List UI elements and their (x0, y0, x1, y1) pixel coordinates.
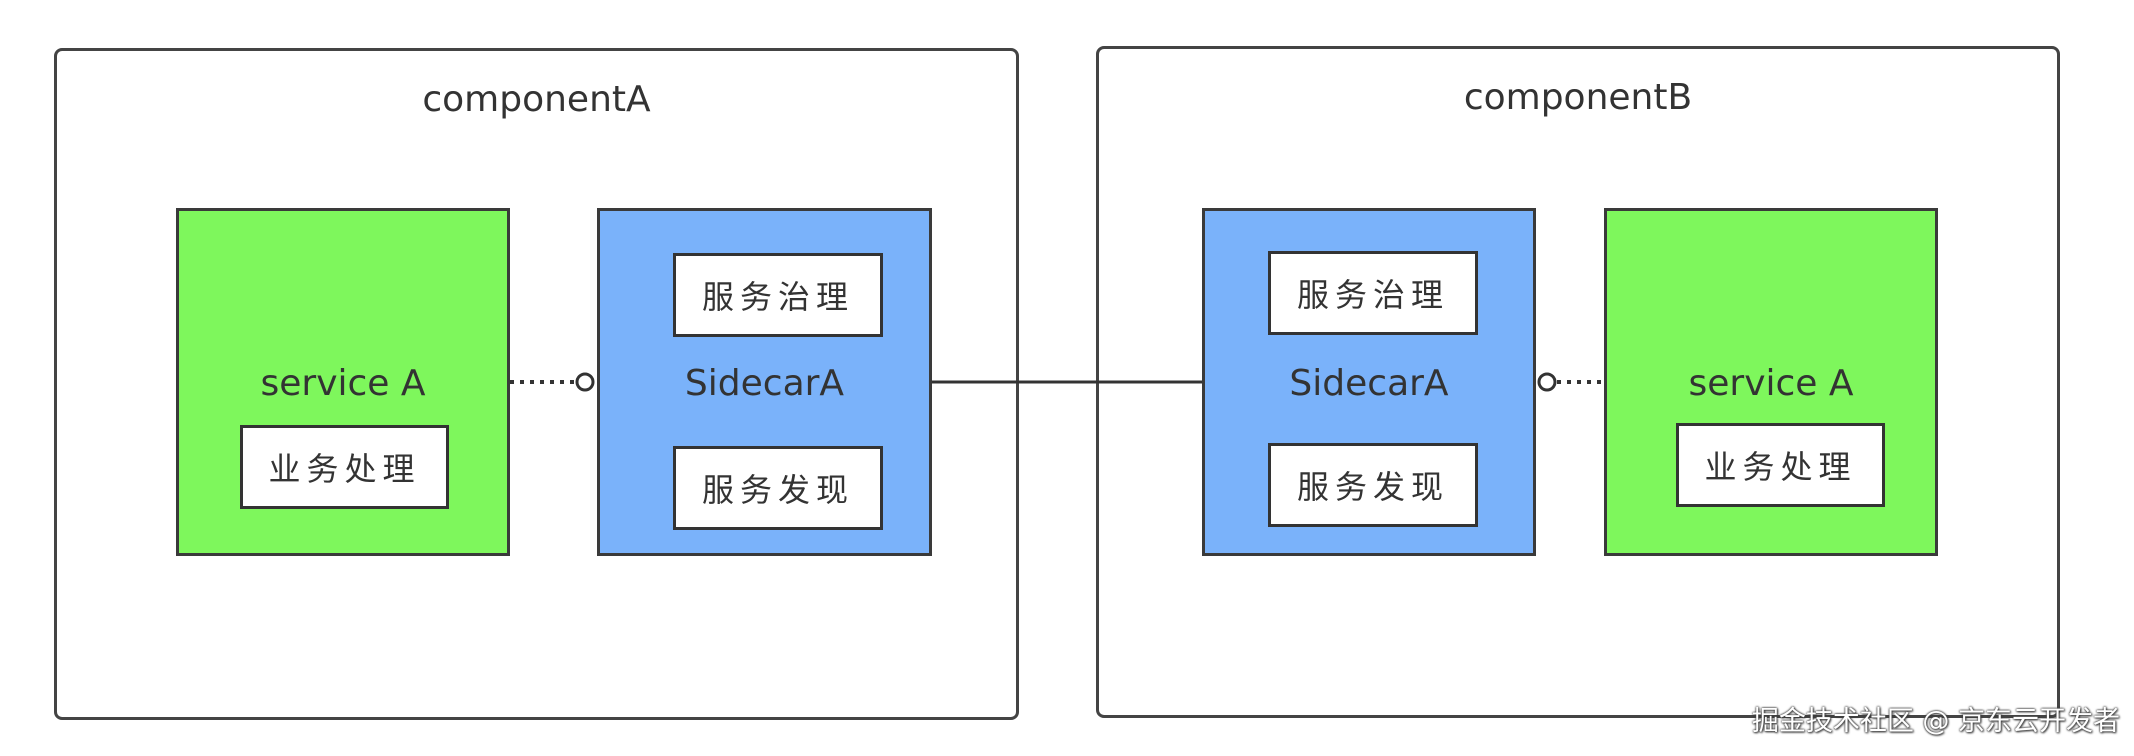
component-b-service-label: service A (1688, 363, 1854, 404)
component-a-governance-module: 服务治理 (673, 253, 883, 337)
component-b-sidecar-box: 服务治理 SidecarA 服务发现 (1202, 208, 1536, 556)
component-a-sidecar-label: SidecarA (684, 363, 845, 404)
component-a-business-module: 业务处理 (240, 425, 449, 509)
component-b-business-module: 业务处理 (1676, 423, 1885, 507)
watermark: 掘金技术社区 @ 京东云开发者 (1751, 706, 2120, 737)
component-a-service-box: service A 业务处理 (176, 208, 510, 556)
component-a-discovery-module: 服务发现 (673, 446, 883, 530)
interface-circle-b (1537, 372, 1557, 392)
component-b-title: componentB (1463, 77, 1693, 118)
interface-circle-a (575, 372, 595, 392)
component-b-governance-module: 服务治理 (1268, 251, 1478, 335)
component-a-sidecar-box: 服务治理 SidecarA 服务发现 (597, 208, 932, 556)
component-b-sidecar-label: SidecarA (1289, 363, 1449, 404)
component-a-title: componentA (422, 79, 651, 120)
component-b-discovery-module: 服务发现 (1268, 443, 1478, 527)
component-b-service-box: service A 业务处理 (1604, 208, 1938, 556)
component-a-service-label: service A (260, 363, 426, 404)
